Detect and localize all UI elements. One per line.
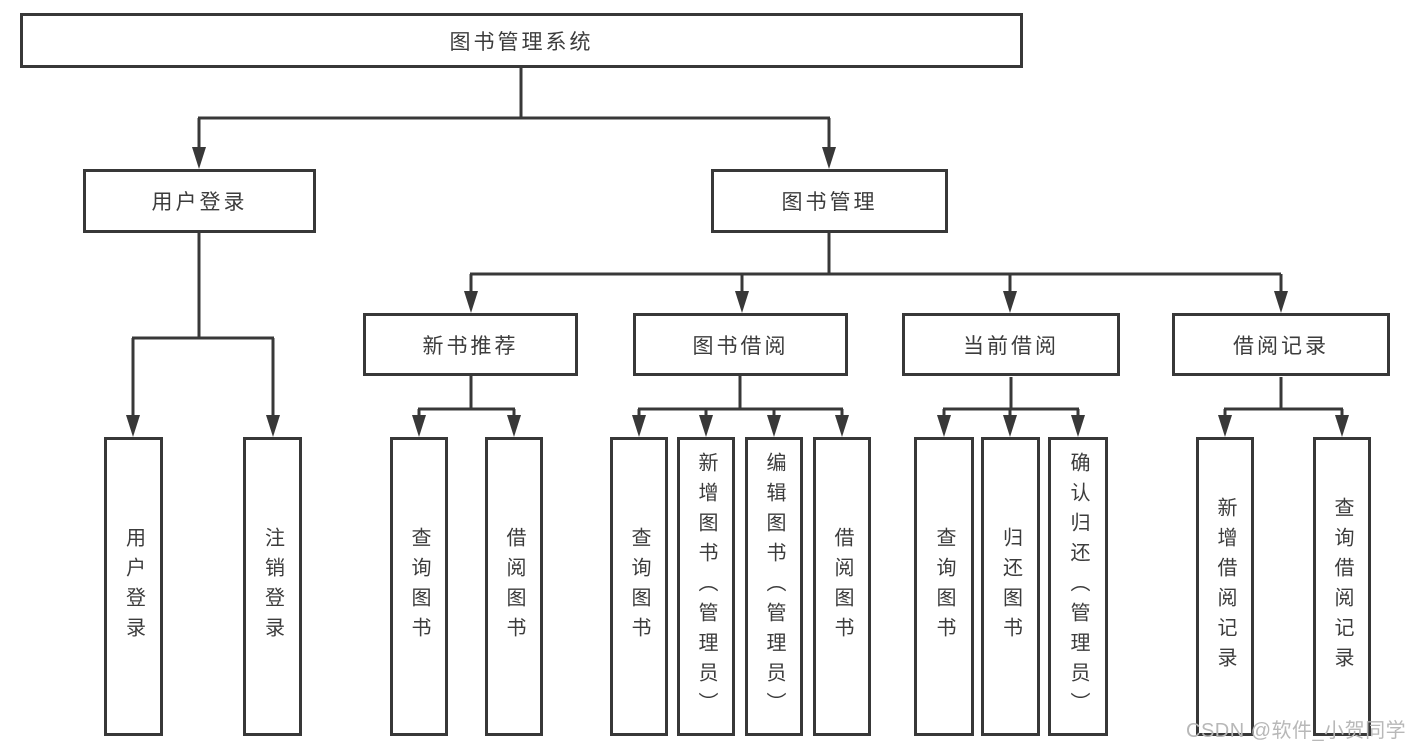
leaf-edit-book-admin-label: 编辑图书（管理员） (763, 451, 785, 722)
leaf-add-borrow-record: 新增借阅记录 (1196, 437, 1254, 736)
node-new-books-label: 新书推荐 (422, 334, 519, 358)
node-borrow-records-label: 借阅记录 (1233, 334, 1329, 358)
node-book-borrow-label: 图书借阅 (692, 334, 789, 358)
node-current-borrow-label: 当前借阅 (963, 334, 1059, 358)
leaf-logout-label: 注销登录 (261, 526, 284, 647)
arrowhead (1218, 415, 1232, 437)
leaf-query-books-newbooks-label: 查询图书 (408, 526, 430, 647)
connector-book-mgmt (469, 233, 1283, 294)
node-current-borrow: 当前借阅 (902, 313, 1120, 376)
node-book-borrow: 图书借阅 (633, 313, 848, 376)
leaf-logout: 注销登录 (243, 437, 302, 736)
arrowhead (464, 291, 478, 313)
leaf-edit-book-admin: 编辑图书（管理员） (745, 437, 803, 736)
connector-book-borrow (637, 376, 844, 420)
leaf-query-borrow-record-label: 查询借阅记录 (1331, 496, 1353, 677)
connector-root (197, 68, 831, 150)
node-new-books: 新书推荐 (363, 313, 578, 376)
arrowhead (412, 415, 426, 437)
arrowhead (632, 415, 646, 437)
arrowhead (735, 291, 749, 313)
arrowhead (1071, 415, 1085, 437)
leaf-confirm-return-admin: 确认归还（管理员） (1048, 437, 1108, 736)
arrowhead (507, 415, 521, 437)
leaf-user-login: 用户登录 (104, 437, 163, 736)
node-root-label: 图书管理系统 (449, 30, 594, 54)
node-book-mgmt-label: 图书管理 (781, 191, 878, 214)
leaf-query-books-newbooks: 查询图书 (390, 437, 448, 736)
leaf-return-book: 归还图书 (981, 437, 1040, 736)
arrowhead (1003, 415, 1017, 437)
leaf-query-books-current: 查询图书 (914, 437, 974, 736)
arrowhead (699, 415, 713, 437)
leaf-query-books-current-label: 查询图书 (933, 526, 955, 647)
leaf-borrow-books-borrow-label: 借阅图书 (831, 526, 853, 647)
leaf-add-book-admin: 新增图书（管理员） (677, 437, 735, 736)
leaf-confirm-return-admin-label: 确认归还（管理员） (1067, 451, 1089, 722)
leaf-borrow-books-newbooks: 借阅图书 (485, 437, 543, 736)
arrowhead (822, 147, 836, 169)
leaf-query-books-borrow-label: 查询图书 (628, 526, 650, 647)
arrowhead (1274, 291, 1288, 313)
leaf-add-borrow-record-label: 新增借阅记录 (1214, 496, 1236, 677)
arrowhead (767, 415, 781, 437)
arrowhead (126, 415, 140, 437)
watermark: CSDN @软件_小贺同学 (1186, 720, 1405, 742)
arrowheads (126, 147, 1349, 437)
arrowhead (937, 415, 951, 437)
connector-user-login (131, 233, 275, 418)
leaf-borrow-books-borrow: 借阅图书 (813, 437, 871, 736)
arrowhead (1003, 291, 1017, 313)
leaf-user-login-label: 用户登录 (122, 526, 145, 647)
node-user-login-label: 用户登录 (151, 191, 248, 214)
node-borrow-records: 借阅记录 (1172, 313, 1390, 376)
arrowhead (835, 415, 849, 437)
node-user-login: 用户登录 (83, 169, 316, 233)
node-root: 图书管理系统 (20, 13, 1023, 68)
leaf-query-borrow-record: 查询借阅记录 (1313, 437, 1371, 736)
connector-new-books (417, 376, 516, 420)
leaf-query-books-borrow: 查询图书 (610, 437, 668, 736)
leaf-add-book-admin-label: 新增图书（管理员） (695, 451, 717, 722)
arrowhead (1335, 415, 1349, 437)
arrowhead (266, 415, 280, 437)
connector-current-borrow (942, 377, 1080, 420)
arrowhead (192, 147, 206, 169)
connector-borrow-records (1223, 377, 1344, 420)
leaf-borrow-books-newbooks-label: 借阅图书 (503, 526, 525, 647)
node-book-mgmt: 图书管理 (711, 169, 948, 233)
leaf-return-book-label: 归还图书 (999, 526, 1022, 647)
